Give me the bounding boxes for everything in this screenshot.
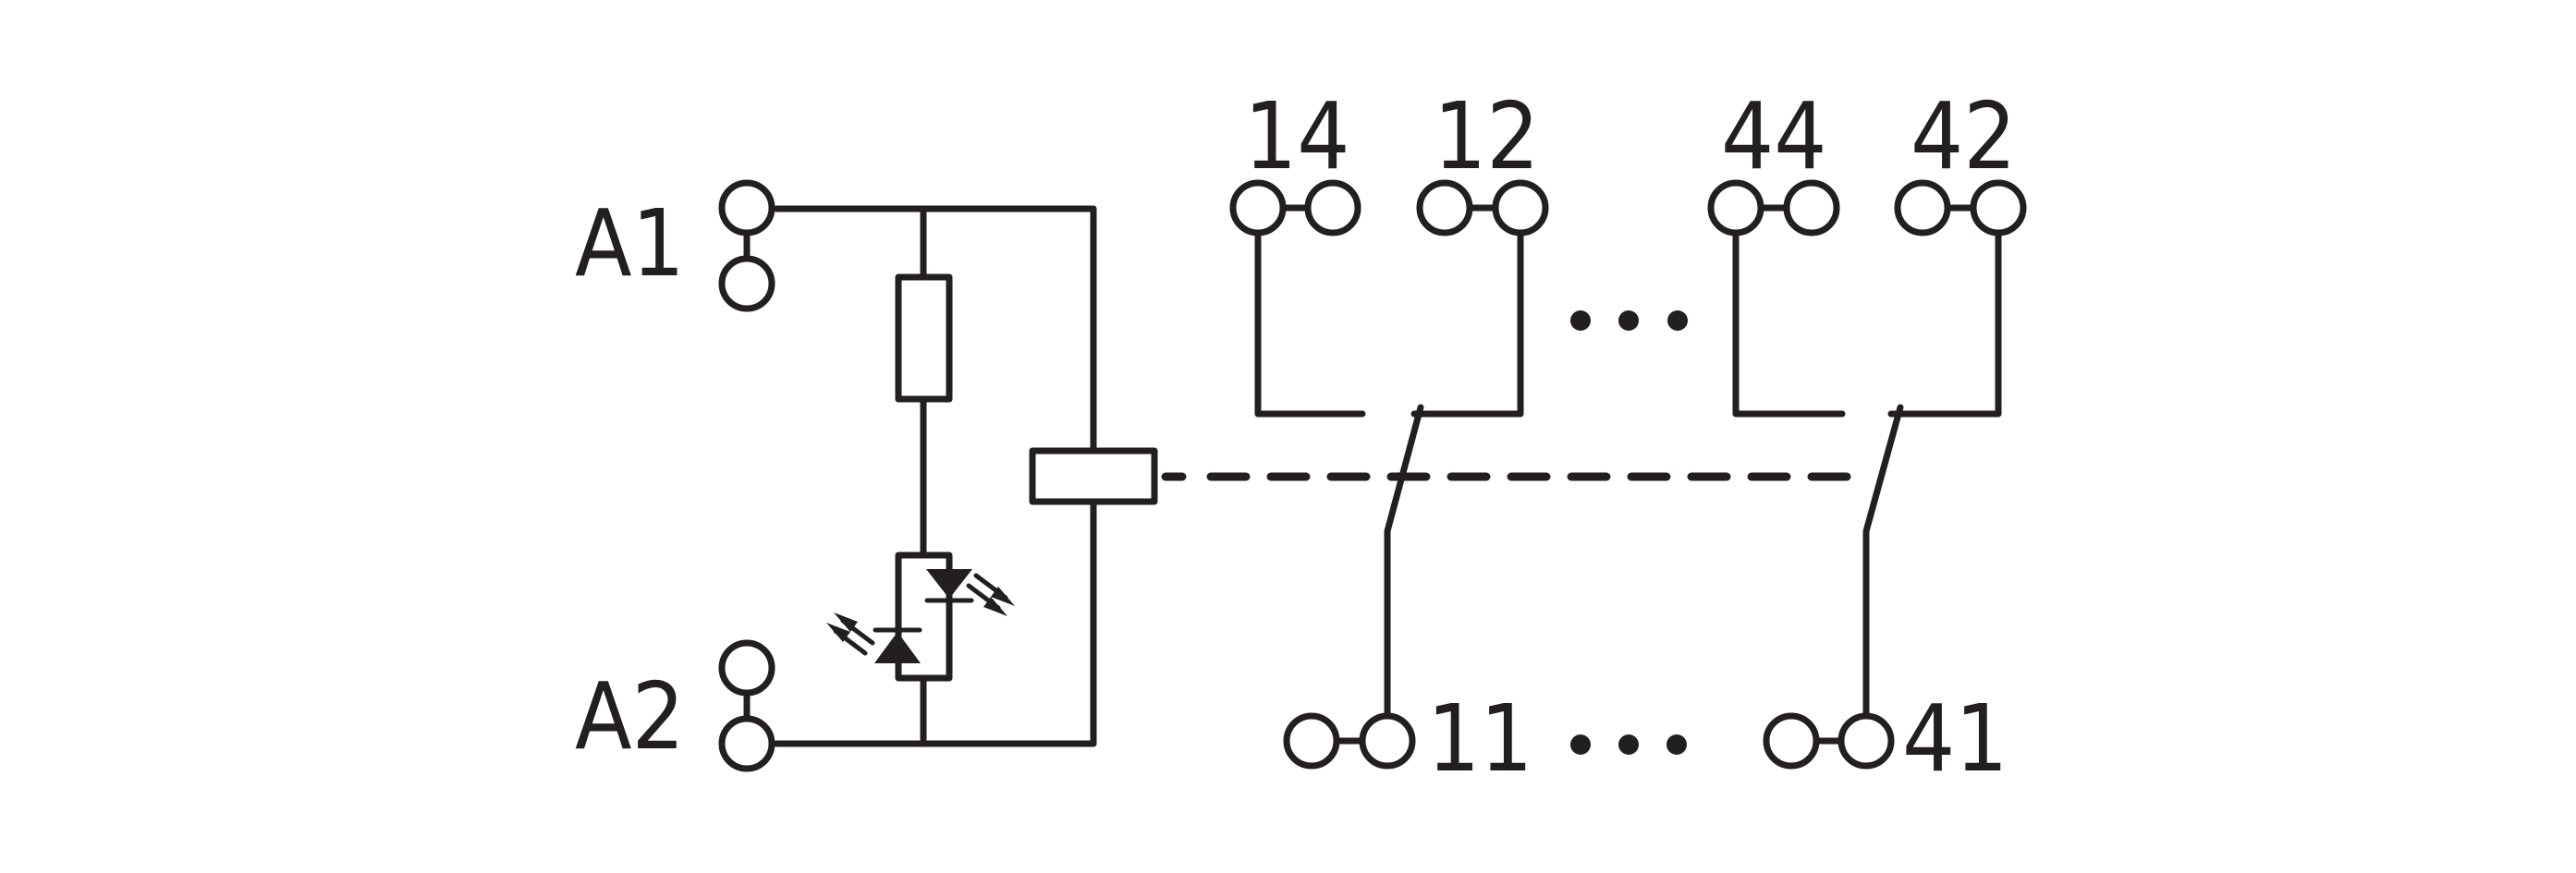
- label-12: 12: [1434, 82, 1539, 190]
- contact-nc-42: [1887, 227, 2002, 418]
- terminal-12[interactable]: [1492, 179, 1549, 236]
- terminal-44-bridge[interactable]: [1783, 179, 1840, 236]
- ellipsis-bottom: [1570, 734, 1687, 755]
- coil-circuit: A1 A2: [575, 179, 1158, 772]
- terminal-a2-bridge[interactable]: [718, 639, 775, 697]
- led-icon: [826, 612, 922, 663]
- switch-blade-1: [1384, 404, 1424, 722]
- terminal-a2[interactable]: [718, 715, 775, 772]
- led-icon: [924, 569, 1015, 616]
- resistor: [895, 273, 953, 403]
- switch-blade-4: [1862, 404, 1904, 722]
- terminal-41-bridge[interactable]: [1763, 712, 1820, 770]
- terminal-a1-bridge[interactable]: [718, 255, 775, 312]
- label-a2: A2: [575, 662, 685, 770]
- ellipsis-top: [1570, 310, 1688, 331]
- terminal-14-bridge[interactable]: [1304, 179, 1361, 236]
- terminal-44[interactable]: [1707, 179, 1764, 236]
- contact-set-4: 44 42 41: [1707, 82, 2027, 793]
- contact-no-44: [1732, 227, 1846, 418]
- terminal-11[interactable]: [1359, 712, 1416, 770]
- label-44: 44: [1721, 82, 1826, 190]
- terminal-a1[interactable]: [718, 179, 775, 236]
- label-14: 14: [1244, 82, 1349, 190]
- label-41: 41: [1902, 685, 2008, 793]
- terminal-14[interactable]: [1229, 179, 1287, 236]
- light-emission-icon: [966, 573, 1015, 616]
- label-a1: A1: [575, 189, 685, 297]
- label-42: 42: [1911, 82, 2016, 190]
- label-11: 11: [1427, 685, 1532, 793]
- contact-nc-12: [1410, 227, 1524, 418]
- terminal-11-bridge[interactable]: [1283, 712, 1340, 770]
- contact-set-1: 14 12 11: [1229, 82, 1549, 793]
- contact-no-14: [1254, 227, 1366, 418]
- terminal-42-bridge[interactable]: [1894, 179, 1951, 236]
- relay-coil: [1029, 447, 1158, 505]
- terminal-42[interactable]: [1970, 179, 2027, 236]
- terminal-12-bridge[interactable]: [1416, 179, 1473, 236]
- terminal-41[interactable]: [1837, 712, 1895, 770]
- light-emission-icon: [826, 612, 875, 656]
